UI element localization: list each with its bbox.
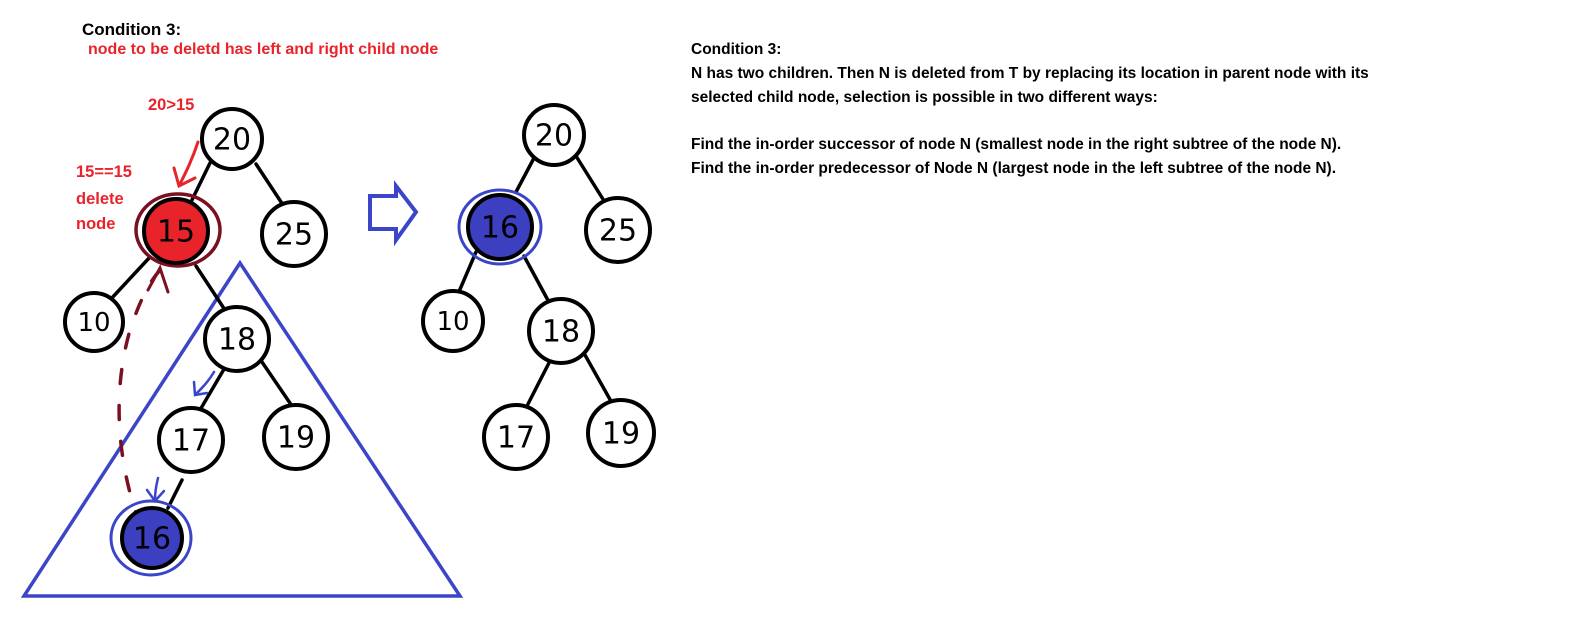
replacement-path-arrow [117, 266, 164, 527]
delete-note-line2: node [76, 215, 116, 233]
compare-match-note: 15==15 [76, 163, 132, 181]
right-node-20-label: 20 [535, 119, 573, 154]
description-heading: Condition 3: [691, 41, 782, 58]
left-node-16: 16 [109, 499, 193, 577]
transform-arrow [368, 180, 419, 247]
description-line-2: selected child node, selection is possib… [691, 89, 1158, 106]
left-node-19: 19 [262, 403, 330, 471]
right-node-16-label: 16 [481, 211, 519, 246]
description-panel: Condition 3: N has two children. Then N … [691, 38, 1551, 181]
left-node-15: 15 [134, 192, 222, 268]
right-node-16: 16 [457, 188, 543, 266]
left-node-16-label: 16 [133, 522, 171, 557]
right-node-25-label: 25 [599, 214, 637, 249]
left-node-19-label: 19 [277, 421, 315, 456]
subtree-triangle [20, 259, 464, 598]
right-node-19: 19 [586, 398, 656, 468]
red-pointer-arrowhead [172, 166, 197, 189]
left-node-10: 10 [63, 291, 125, 353]
blue-arrow-to-16 [153, 476, 160, 502]
right-node-18-label: 18 [542, 315, 580, 350]
delete-note-line1: delete [76, 190, 124, 208]
left-node-25: 25 [260, 200, 328, 268]
left-node-20-label: 20 [213, 123, 251, 158]
right-node-10-label: 10 [436, 307, 469, 337]
compare-root-note: 20>15 [148, 96, 195, 114]
description-line-1: N has two children. Then N is deleted fr… [691, 65, 1369, 82]
right-node-25: 25 [584, 196, 652, 264]
left-node-25-label: 25 [275, 218, 313, 253]
red-pointer-arrow [178, 140, 200, 186]
left-node-20: 20 [200, 107, 264, 171]
left-tree-edges [108, 161, 294, 510]
right-node-17: 17 [482, 403, 550, 471]
right-node-18: 18 [527, 297, 595, 365]
blue-arrow-to-17 [194, 370, 216, 396]
left-node-18: 18 [203, 305, 271, 373]
blue-arrowhead-17 [192, 380, 209, 397]
right-node-19-label: 19 [602, 417, 640, 452]
left-node-17: 17 [157, 406, 225, 474]
left-title: Condition 3: [82, 20, 182, 39]
right-node-20: 20 [522, 103, 586, 167]
left-node-17-label: 17 [172, 424, 210, 459]
left-node-18-label: 18 [218, 323, 256, 358]
description-gap [691, 110, 1551, 133]
right-node-10: 10 [421, 289, 485, 353]
right-node-17-label: 17 [497, 421, 535, 456]
replacement-arrowhead [146, 264, 170, 294]
left-subtitle: node to be deletd has left and right chi… [88, 41, 439, 58]
left-node-15-label: 15 [157, 215, 195, 250]
right-tree-edges [456, 154, 614, 406]
description-line-4: Find the in-order predecessor of Node N … [691, 160, 1337, 177]
left-node-10-label: 10 [77, 308, 110, 338]
description-line-3: Find the in-order successor of node N (s… [691, 136, 1342, 153]
